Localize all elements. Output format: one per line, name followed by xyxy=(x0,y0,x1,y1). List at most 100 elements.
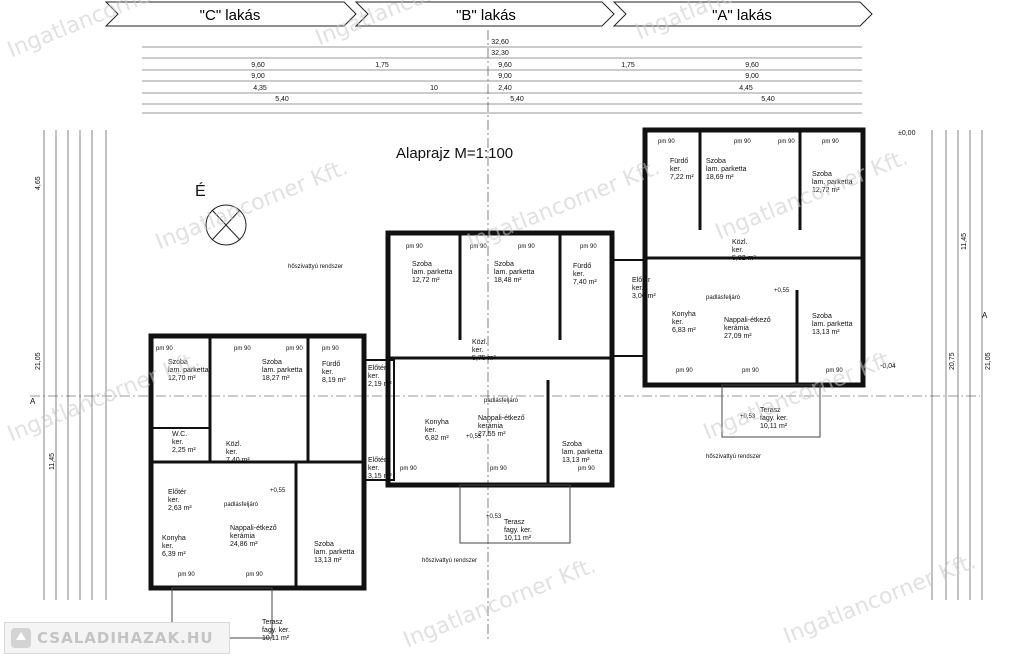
room-floor: fagy. ker. xyxy=(504,527,532,534)
section-label-right: A xyxy=(982,311,988,320)
dimension-chains xyxy=(43,46,983,600)
door-tag: pm 90 xyxy=(518,244,535,250)
room-name: Szoba xyxy=(262,359,282,366)
level-living-b: +0,55 xyxy=(466,434,482,440)
door-tag: pm 90 xyxy=(580,244,597,250)
dim-left-0: 4,65 xyxy=(35,176,42,190)
room-floor: ker. xyxy=(162,543,173,550)
room-name: Szoba xyxy=(812,313,832,320)
room-floor: fagy. ker. xyxy=(262,627,290,634)
room-area: 6,39 m² xyxy=(162,551,186,558)
room-floor: lam. parketta xyxy=(262,367,303,374)
room-area: 13,13 m² xyxy=(562,457,590,464)
dim-row1-3: 1,75 xyxy=(621,62,635,69)
room-floor: fagy. ker. xyxy=(760,415,788,422)
dim-right-5: 20,75 xyxy=(949,352,956,370)
attic-label-c: padlásfeljáró xyxy=(224,502,259,508)
section-lines: A A xyxy=(30,30,988,640)
room-area: 10,11 m² xyxy=(760,423,788,430)
door-tag: pm 90 xyxy=(658,139,675,145)
room-area: 18,69 m² xyxy=(706,174,734,181)
room-name: Szoba xyxy=(412,261,432,268)
room-floor: lam. parketta xyxy=(812,179,853,186)
door-tag: pm 90 xyxy=(406,244,423,250)
room-name: Szoba xyxy=(494,261,514,268)
room-name: Nappali-étkező xyxy=(478,415,525,422)
door-tag: pm 90 xyxy=(778,139,795,145)
dim-row4-7: 5,40 xyxy=(761,96,775,103)
house-icon xyxy=(11,628,31,648)
room-name: Szoba xyxy=(314,541,334,548)
room-name: Konyha xyxy=(425,419,449,426)
room-area: 6,82 m² xyxy=(425,435,449,442)
room-floor: lam. parketta xyxy=(412,269,453,276)
room-floor: ker. xyxy=(322,369,333,376)
room-name: Közl. xyxy=(226,441,242,448)
dim-right-6: 21,05 xyxy=(985,352,992,370)
room-floor: lam. parketta xyxy=(562,449,603,456)
door-tag: pm 90 xyxy=(178,572,195,578)
door-tag: pm 90 xyxy=(400,466,417,472)
level-living-c: +0,55 xyxy=(270,488,286,494)
room-area: 12,70 m² xyxy=(168,375,196,382)
room-name: Fürdő xyxy=(670,158,688,165)
room-area: 12,72 m² xyxy=(412,277,440,284)
room-name: Szoba xyxy=(706,158,726,165)
room-name: W.C. xyxy=(172,431,187,438)
room-area: 13,13 m² xyxy=(812,329,840,336)
dim-right-4: 11,45 xyxy=(961,233,968,250)
room-area: 5,75 m² xyxy=(472,355,496,362)
room-area: 3,06 m² xyxy=(632,293,656,300)
door-tag: pm 90 xyxy=(742,368,759,374)
room-floor: kerámia xyxy=(478,423,503,430)
room-name: Nappali-étkező xyxy=(724,317,771,324)
door-tag: pm 90 xyxy=(234,346,251,352)
room-area: 24,86 m² xyxy=(230,541,258,548)
dim-left-3: 21,05 xyxy=(35,352,42,370)
level-minus: -0,04 xyxy=(880,363,896,370)
level-terrace-a: +0,53 xyxy=(740,414,756,420)
site-logo[interactable]: CSALADIHAZAK.HU xyxy=(4,622,230,654)
room-area: 10,11 m² xyxy=(504,535,532,542)
room-floor: lam. parketta xyxy=(168,367,209,374)
section-label-left: A xyxy=(30,397,36,406)
room-floor: ker. xyxy=(425,427,436,434)
room-name: Terasz xyxy=(760,407,781,414)
room-area: 12,72 m² xyxy=(812,187,840,194)
heatpump-label-c: hőszivattyú rendszer xyxy=(288,264,343,270)
dim-inner: 32,30 xyxy=(491,50,509,57)
room-area: 7,22 m² xyxy=(670,174,694,181)
plan-title: Alaprajz M=1:100 xyxy=(396,145,513,162)
heatpump-label-b: hőszivattyú rendszer xyxy=(422,558,477,564)
room-name: Szoba xyxy=(168,359,188,366)
level-terrace-b: +0,53 xyxy=(486,514,502,520)
header-c-lakas: "C" lakás xyxy=(200,7,261,24)
room-floor: kerámia xyxy=(724,325,749,332)
room-area: 2,19 m² xyxy=(368,381,392,388)
room-19: W.C.ker.2,25 m² xyxy=(172,431,196,454)
room-floor: lam. parketta xyxy=(706,166,747,173)
room-name: Szoba xyxy=(812,171,832,178)
room-area: 5,82 m² xyxy=(732,255,756,262)
room-area: 7,40 m² xyxy=(226,457,250,464)
room-name: Nappali-étkező xyxy=(230,525,277,532)
room-name: Fürdő xyxy=(573,263,591,270)
dim-row1-4: 9,60 xyxy=(745,62,759,69)
room-area: 3,15 m² xyxy=(368,473,392,480)
room-area: 18,48 m² xyxy=(494,277,522,284)
